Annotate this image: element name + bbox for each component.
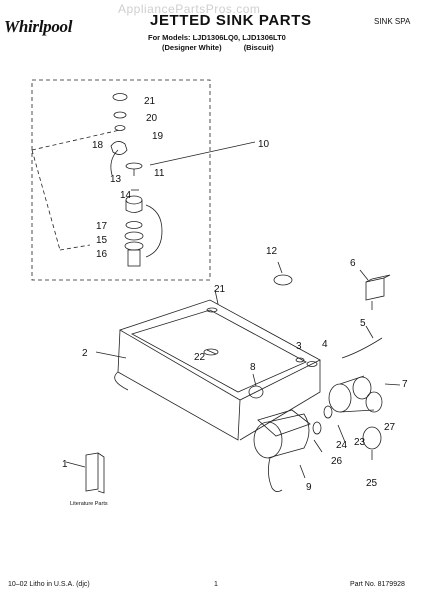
footer-part-number: Part No. 8179928 xyxy=(350,581,405,588)
callout-16: 16 xyxy=(96,249,108,260)
brand-logo: Whirlpool xyxy=(4,17,73,36)
variant-biscuit: (Biscuit) xyxy=(243,43,274,52)
corner-label: SINK SPA xyxy=(374,17,411,26)
model-numbers: For Models: LJD1306LQ0, LJD1306LT0 xyxy=(148,33,286,42)
callout-13: 13 xyxy=(110,174,122,185)
literature-label: Literature Parts xyxy=(70,501,108,507)
callout-17: 17 xyxy=(96,221,108,232)
callout-11: 11 xyxy=(154,168,165,179)
callout-18: 18 xyxy=(92,140,104,151)
callout-27: 27 xyxy=(384,422,396,433)
callout-14: 14 xyxy=(120,190,132,201)
callout-21-top: 21 xyxy=(144,96,156,107)
callout-22: 22 xyxy=(194,352,206,363)
callout-5: 5 xyxy=(360,318,366,329)
callout-24: 24 xyxy=(336,440,348,451)
callout-2: 2 xyxy=(82,348,88,359)
callout-12: 12 xyxy=(266,246,278,257)
callout-7: 7 xyxy=(402,379,408,390)
callout-20: 20 xyxy=(146,113,158,124)
page-title: JETTED SINK PARTS xyxy=(150,12,312,29)
callout-15: 15 xyxy=(96,235,108,246)
footer-page-number: 1 xyxy=(214,581,218,588)
callout-6: 6 xyxy=(350,258,356,269)
callout-8: 8 xyxy=(250,362,256,373)
callout-4: 4 xyxy=(322,339,328,350)
callout-26: 26 xyxy=(331,456,343,467)
callout-25: 25 xyxy=(366,478,378,489)
callout-19: 19 xyxy=(152,131,164,142)
callout-23: 23 xyxy=(354,437,366,448)
callout-3: 3 xyxy=(296,341,302,352)
callout-21-tub: 21 xyxy=(214,284,226,295)
callout-1: 1 xyxy=(62,459,68,470)
variant-designer-white: (Designer White) xyxy=(162,43,222,52)
footer-litho: 10–02 Litho in U.S.A. (djc) xyxy=(8,581,90,588)
callout-10: 10 xyxy=(258,139,270,150)
watermark: AppliancePartsPros.com xyxy=(118,2,261,16)
callout-9: 9 xyxy=(306,482,312,493)
color-variants: (Designer White) (Biscuit) xyxy=(162,43,294,52)
